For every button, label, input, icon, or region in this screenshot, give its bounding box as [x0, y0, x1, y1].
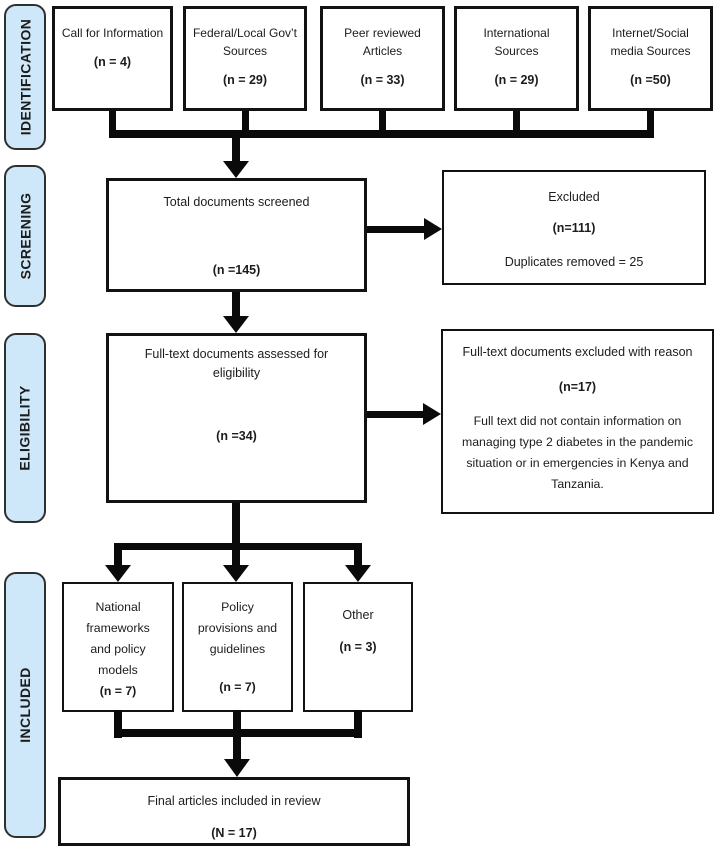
connector-eligibility-to-excluded — [367, 411, 423, 418]
source-box-count: (n =50) — [630, 73, 671, 87]
stage-label-screening: SCREENING — [4, 165, 46, 307]
arrow-right-to-fulltext-excluded-icon — [423, 403, 441, 425]
stage-label-eligibility-text: ELIGIBILITY — [17, 385, 34, 471]
included-box-count: (n = 7) — [219, 680, 256, 695]
source-box-international: International Sources (n = 29) — [454, 6, 579, 111]
connector-branch-mid-drop — [232, 543, 240, 567]
source-box-internet-social-media: Internet/Social media Sources (n =50) — [588, 6, 713, 111]
arrow-down-to-final-icon — [224, 759, 250, 777]
included-box-count: (n = 3) — [339, 640, 377, 655]
screening-box-count: (n =145) — [212, 263, 261, 278]
excluded-box: Excluded (n=111) Duplicates removed = 25 — [442, 170, 706, 285]
fulltext-excluded-box-count: (n=17) — [558, 379, 597, 394]
screening-box-title: Total documents screened — [163, 195, 310, 209]
source-box-count: (n = 33) — [360, 73, 405, 87]
excluded-box-note: Duplicates removed = 25 — [504, 255, 644, 270]
screening-box: Total documents screened (n =145) — [106, 178, 367, 292]
connector-source-5-drop — [647, 111, 654, 137]
included-box-policy-provisions: Policy provisions and guidelines (n = 7) — [182, 582, 293, 712]
fulltext-excluded-box: Full-text documents excluded with reason… — [441, 329, 714, 514]
source-box-count: (n = 29) — [494, 73, 539, 87]
source-box-peer-reviewed: Peer reviewed Articles (n = 33) — [320, 6, 445, 111]
connector-source-2-drop — [242, 111, 249, 137]
included-box-title: National frameworks and policy models — [86, 600, 150, 677]
connector-eligibility-branch-stem — [232, 503, 240, 550]
included-box-national-frameworks: National frameworks and policy models (n… — [62, 582, 174, 712]
eligibility-box-count: (n =34) — [216, 428, 257, 443]
final-box-title: Final articles included in review — [147, 794, 321, 808]
connector-national-frameworks-drop — [114, 710, 122, 738]
arrow-down-to-policy-provisions-icon — [223, 565, 249, 582]
arrow-down-to-eligibility-icon — [223, 316, 249, 333]
source-box-count: (n = 4) — [93, 55, 132, 69]
source-box-count: (n = 29) — [222, 73, 268, 87]
final-box: Final articles included in review (N = 1… — [58, 777, 410, 846]
excluded-box-title: Excluded — [548, 190, 600, 204]
fulltext-excluded-box-note: Full text did not contain information on… — [461, 413, 694, 491]
excluded-box-count: (n=111) — [552, 221, 596, 236]
final-box-count: (N = 17) — [211, 826, 257, 841]
connector-to-screening-stem — [232, 130, 240, 162]
included-box-count: (n = 7) — [99, 683, 137, 698]
connector-other-drop — [354, 710, 362, 738]
included-box-title: Policy provisions and guidelines — [197, 600, 278, 656]
eligibility-box: Full-text documents assessed for eligibi… — [106, 333, 367, 503]
connector-source-1-drop — [109, 111, 116, 137]
stage-label-screening-text: SCREENING — [17, 192, 33, 280]
arrow-down-to-screening-icon — [223, 161, 249, 178]
connector-source-4-drop — [513, 111, 520, 137]
arrow-down-to-national-frameworks-icon — [105, 565, 131, 582]
connector-branch-left-drop — [114, 543, 122, 567]
included-box-other: Other (n = 3) — [303, 582, 413, 712]
connector-screening-to-excluded — [367, 226, 424, 233]
arrow-right-to-excluded-icon — [424, 218, 442, 240]
included-box-title: Other — [342, 608, 374, 622]
stage-label-identification-text: IDENTIFICATION — [17, 18, 33, 136]
source-box-call-for-information: Call for Information (n = 4) — [52, 6, 173, 111]
source-box-title: Federal/Local Gov’t Sources — [192, 26, 298, 58]
arrow-down-to-other-icon — [345, 565, 371, 582]
stage-label-identification: IDENTIFICATION — [4, 4, 46, 150]
source-box-federal-local-govt: Federal/Local Gov’t Sources (n = 29) — [183, 6, 307, 111]
eligibility-box-title: Full-text documents assessed for eligibi… — [144, 347, 329, 380]
connector-sources-horizontal-bar — [109, 130, 654, 138]
source-box-title: Peer reviewed Articles — [344, 26, 421, 58]
fulltext-excluded-box-title: Full-text documents excluded with reason — [462, 345, 693, 359]
connector-source-3-drop — [379, 111, 386, 137]
stage-label-included: INCLUDED — [4, 572, 46, 838]
connector-branch-right-drop — [354, 543, 362, 567]
source-box-title: Call for Information — [61, 26, 164, 40]
source-box-title: Internet/Social media Sources — [610, 26, 691, 58]
connector-screening-to-eligibility — [232, 292, 240, 318]
source-box-title: International Sources — [483, 26, 550, 58]
stage-label-included-text: INCLUDED — [17, 667, 33, 743]
connector-to-final-stem — [233, 710, 241, 760]
stage-label-eligibility: ELIGIBILITY — [4, 333, 46, 523]
